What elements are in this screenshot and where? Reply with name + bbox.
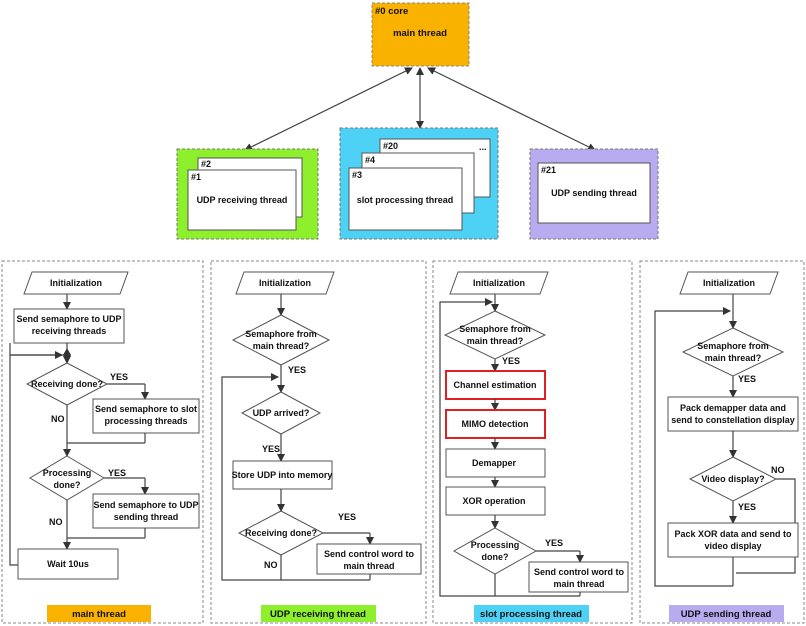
- thread-id: #2: [201, 159, 211, 169]
- svg-text:Semaphore from: Semaphore from: [245, 329, 317, 339]
- label-recv: UDP receiving thread: [270, 609, 366, 620]
- svg-text:Pack demapper data and: Pack demapper data and: [680, 403, 786, 413]
- send-slot-node: [92, 398, 200, 434]
- panel-udp-sending: [639, 260, 805, 624]
- label-send: UDP sending thread: [681, 609, 772, 620]
- svg-text:YES: YES: [545, 538, 563, 548]
- svg-text:processing threads: processing threads: [104, 416, 187, 426]
- core-box: #0 core main thread: [371, 2, 470, 67]
- thread-id: #20: [383, 141, 398, 151]
- svg-text:NO: NO: [771, 465, 785, 475]
- svg-text:YES: YES: [738, 502, 756, 512]
- svg-text:sending thread: sending thread: [114, 512, 179, 522]
- svg-text:Initialization: Initialization: [259, 278, 311, 288]
- svg-text:Send control word to: Send control word to: [324, 549, 414, 559]
- svg-text:main thread: main thread: [343, 561, 394, 571]
- svg-text:UDP arrived?: UDP arrived?: [253, 408, 310, 418]
- svg-text:main thread?: main thread?: [705, 353, 762, 363]
- svg-text:NO: NO: [51, 414, 65, 424]
- svg-text:YES: YES: [738, 374, 756, 384]
- svg-text:receiving threads: receiving threads: [32, 326, 107, 336]
- svg-text:Demapper: Demapper: [472, 458, 517, 468]
- thread-group-udp-receiving: #2 #1 UDP receiving thread: [176, 148, 319, 240]
- panel-labels: main thread UDP receiving thread slot pr…: [47, 605, 784, 622]
- thread-group-udp-sending: #21 UDP sending thread: [529, 148, 659, 240]
- send-recv-node: [13, 308, 125, 344]
- more-indicator: ...: [479, 142, 487, 152]
- svg-text:Send semaphore to UDP: Send semaphore to UDP: [16, 314, 121, 324]
- svg-text:YES: YES: [110, 372, 128, 382]
- svg-text:Pack XOR data and send to: Pack XOR data and send to: [674, 529, 792, 539]
- svg-text:Send control word to: Send control word to: [534, 567, 624, 577]
- svg-text:Semaphore from: Semaphore from: [459, 324, 531, 334]
- svg-text:Wait 10us: Wait 10us: [47, 559, 89, 569]
- svg-text:YES: YES: [288, 365, 306, 375]
- svg-text:Store UDP into memory: Store UDP into memory: [232, 470, 333, 480]
- svg-text:Channel estimation: Channel estimation: [453, 380, 536, 390]
- label-slot: slot processing thread: [480, 609, 582, 620]
- send-udp-node: [92, 493, 200, 529]
- init-label: Initialization: [50, 278, 102, 288]
- thread-title: UDP receiving thread: [197, 195, 288, 205]
- svg-text:Processing: Processing: [43, 468, 92, 478]
- svg-text:done?: done?: [482, 552, 509, 562]
- thread-id: #3: [352, 170, 362, 180]
- svg-text:YES: YES: [108, 468, 126, 478]
- svg-text:NO: NO: [49, 517, 63, 527]
- flow-udp-receiving: Initialization Semaphore from main threa…: [221, 271, 422, 581]
- svg-text:main thread: main thread: [553, 579, 604, 589]
- svg-text:YES: YES: [262, 444, 280, 454]
- svg-text:send to constellation display: send to constellation display: [671, 415, 795, 425]
- flow-main: Initialization Send semaphore to UDP rec…: [9, 271, 200, 580]
- svg-text:Initialization: Initialization: [703, 278, 755, 288]
- svg-text:Initialization: Initialization: [473, 278, 525, 288]
- svg-text:Send semaphore to slot: Send semaphore to slot: [95, 404, 197, 414]
- svg-text:Send semaphore to UDP: Send semaphore to UDP: [93, 500, 198, 510]
- svg-text:MIMO detection: MIMO detection: [462, 419, 529, 429]
- thread-id: #4: [365, 155, 375, 165]
- svg-text:video display: video display: [704, 541, 761, 551]
- thread-group-slot-processing: #20 ... #4 #3 slot processing thread: [339, 127, 499, 240]
- flow-udp-sending: Initialization Semaphore from main threa…: [654, 271, 799, 587]
- core-id: #0 core: [375, 6, 408, 17]
- svg-text:Processing: Processing: [471, 540, 520, 550]
- svg-text:main thread?: main thread?: [253, 341, 310, 351]
- svg-text:YES: YES: [502, 356, 520, 366]
- flow-slot-processing: Initialization Semaphore from main threa…: [439, 271, 629, 597]
- thread-title: slot processing thread: [357, 195, 454, 205]
- svg-text:XOR operation: XOR operation: [462, 496, 525, 506]
- svg-text:Receiving done?: Receiving done?: [245, 528, 317, 538]
- svg-text:Semaphore from: Semaphore from: [697, 341, 769, 351]
- svg-text:NO: NO: [264, 560, 278, 570]
- svg-text:Video display?: Video display?: [701, 474, 764, 484]
- thread-id: #21: [541, 165, 556, 175]
- core-title: main thread: [393, 28, 447, 39]
- core-connectors: [244, 67, 596, 151]
- svg-text:done?: done?: [54, 480, 81, 490]
- wait-node: [17, 548, 119, 580]
- init-node: [23, 271, 129, 295]
- thread-title: UDP sending thread: [551, 188, 637, 198]
- label-main: main thread: [72, 609, 126, 620]
- svg-text:Receiving done?: Receiving done?: [31, 379, 103, 389]
- thread-id: #1: [191, 172, 201, 182]
- svg-text:main thread?: main thread?: [467, 336, 524, 346]
- svg-text:YES: YES: [338, 512, 356, 522]
